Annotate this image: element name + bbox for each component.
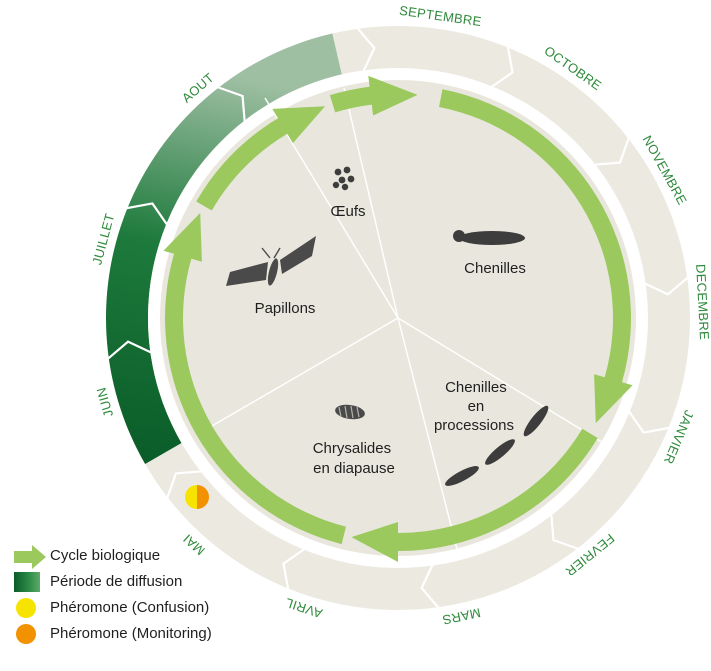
- processions-line-3: processions: [434, 417, 514, 434]
- stage-label-chenilles: Chenilles: [464, 260, 526, 277]
- month-separator: [594, 137, 630, 166]
- legend-item-cycle: Cycle biologique: [12, 544, 312, 570]
- diffusion-period-band: [105, 33, 342, 464]
- stage-moths: Papillons: [226, 236, 316, 317]
- legend-item-diffusion: Période de diffusion: [12, 570, 312, 596]
- stage-chrysalis: Chrysalides en diapause: [313, 404, 396, 477]
- month-separator: [166, 470, 202, 499]
- stage-label-chrysalides: Chrysalides en diapause: [313, 440, 396, 477]
- confusion-half-icon: [185, 485, 197, 509]
- legend-label-cycle: Cycle biologique: [50, 547, 161, 564]
- eggs-icon: [332, 166, 355, 191]
- cycle-arrow-papillons: [196, 106, 326, 211]
- monitoring-dot-icon: [16, 624, 36, 644]
- stage-dividers: [204, 87, 611, 554]
- processions-line-1: Chenilles: [445, 379, 507, 396]
- month-separator: [490, 46, 514, 89]
- month-separator: [550, 514, 579, 550]
- month-separator: [107, 340, 152, 360]
- month-separator: [217, 86, 246, 122]
- legend-item-monitoring: Phéromone (Monitoring): [12, 622, 312, 648]
- monitoring-half-icon: [197, 485, 209, 509]
- stage-processions: Chenilles en processions: [434, 379, 549, 486]
- month-separator: [627, 410, 670, 434]
- cycle-arrow-oeufs: [329, 75, 418, 116]
- caterpillar-icon: [453, 230, 525, 245]
- chrysalides-line-1: Chrysalides: [313, 440, 391, 457]
- legend: Cycle biologique Période de diffusion Ph…: [12, 544, 312, 648]
- month-separators: [107, 27, 689, 609]
- legend-label-monitoring: Phéromone (Monitoring): [50, 625, 212, 642]
- legend-item-confusion: Phéromone (Confusion): [12, 596, 312, 622]
- stage-eggs: Œufs: [330, 166, 366, 220]
- legend-label-confusion: Phéromone (Confusion): [50, 599, 210, 616]
- pheromone-marker: [185, 485, 209, 509]
- month-separator: [282, 547, 306, 590]
- cycle-arrows: [163, 75, 633, 562]
- stage-label-oeufs: Œufs: [330, 203, 365, 220]
- month-label-sep: SEPTEMBRE: [398, 3, 482, 29]
- procession-caterpillars-icon: [445, 405, 549, 486]
- cycle-arrow-chenilles: [439, 89, 633, 424]
- stage-label-processions: Chenilles en processions: [434, 379, 514, 434]
- stage-label-papillons: Papillons: [255, 300, 316, 317]
- month-separator: [644, 276, 689, 296]
- cycle-arrow-processions: [351, 428, 598, 562]
- chrysalides-line-2: en diapause: [313, 460, 395, 477]
- month-label-jun: JUIN: [93, 386, 116, 419]
- legend-label-diffusion: Période de diffusion: [50, 573, 183, 590]
- month-separator: [420, 564, 440, 609]
- month-separator: [126, 202, 169, 226]
- moth-icon: [226, 236, 316, 286]
- month-separator: [356, 27, 376, 72]
- confusion-dot-icon: [16, 598, 36, 618]
- stage-caterpillars: Chenilles: [453, 230, 526, 277]
- chrysalis-icon: [335, 404, 365, 420]
- month-label-mar: MARS: [441, 605, 482, 628]
- processions-line-2: en: [468, 398, 485, 415]
- diffusion-swatch-icon: [14, 572, 40, 592]
- cycle-arrow-chrysalides: [163, 212, 346, 545]
- month-label-dec: DECEMBRE: [693, 264, 711, 341]
- cycle-arrow-icon: [14, 545, 46, 569]
